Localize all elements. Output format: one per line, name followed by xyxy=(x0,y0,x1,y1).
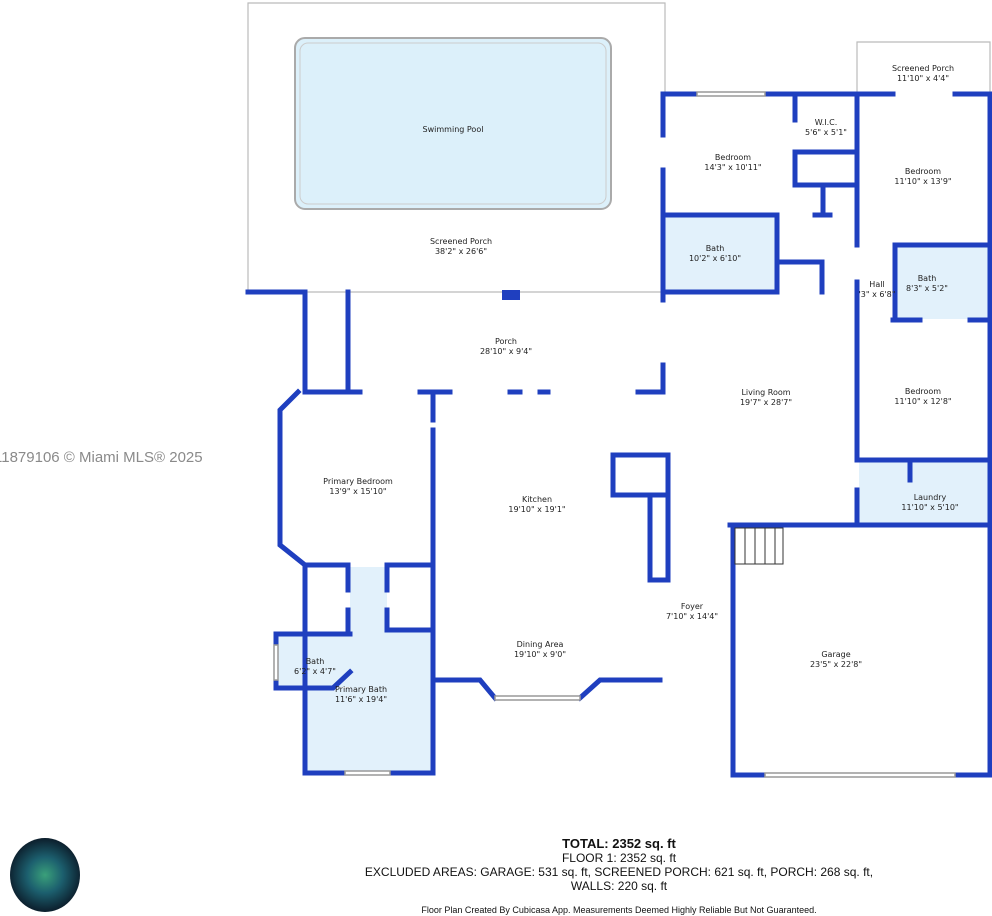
total-area: TOTAL: 2352 sq. ft xyxy=(562,836,676,851)
room-hall: Hall'3" x 6'8" xyxy=(858,280,896,299)
windows xyxy=(273,91,956,778)
stairs xyxy=(734,527,784,565)
walls-area: WALLS: 220 sq. ft xyxy=(570,879,668,893)
floor-area: FLOOR 1: 2352 sq. ft xyxy=(561,851,677,865)
excluded-areas: EXCLUDED AREAS: GARAGE: 531 sq. ft, SCRE… xyxy=(364,865,874,879)
wet-room-fills xyxy=(278,217,989,771)
room-wic: W.I.C.5'6" x 5'1" xyxy=(805,118,847,137)
disclaimer: Floor Plan Created By Cubicasa App. Meas… xyxy=(421,905,817,915)
screened-porch-outline xyxy=(247,2,991,293)
walls xyxy=(245,91,992,778)
watermark: 11879106 © Miami MLS® 2025 xyxy=(0,449,203,466)
room-swimming-pool: Swimming Pool xyxy=(422,125,484,134)
photographer-logo xyxy=(10,838,80,912)
swimming-pool xyxy=(294,37,612,210)
